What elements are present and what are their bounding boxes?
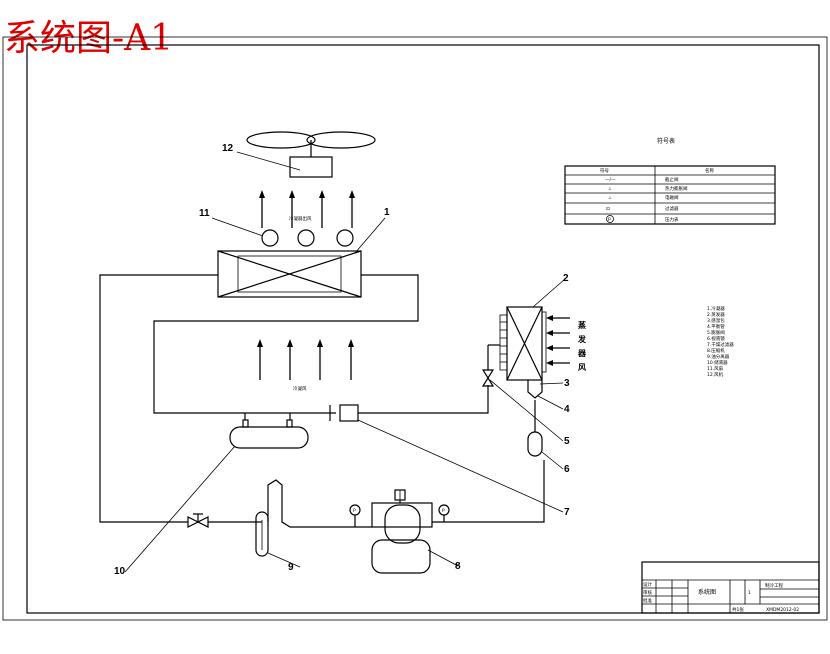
- label-8: 8: [455, 561, 461, 572]
- label-6: 6: [564, 464, 570, 475]
- legend-name-5: 压力表: [665, 216, 679, 223]
- legend-symbol-4: ⊡: [606, 207, 610, 212]
- legend-symbol-1: —/—: [605, 177, 616, 183]
- tb-school: 制冷工程: [765, 582, 783, 589]
- outer-frame: [2, 36, 828, 621]
- evap-air-char-2: 发: [577, 334, 587, 344]
- tb-design: 设计: [643, 581, 652, 588]
- label-4: 4: [564, 404, 570, 415]
- legend-symbol-3: ⊥: [608, 195, 612, 201]
- expansion-valve-5: [481, 344, 500, 387]
- part-1: 1.冷凝器: [707, 305, 725, 312]
- pipe-left: [99, 274, 218, 523]
- condenser-1: [217, 250, 362, 298]
- part-8: 8.压缩机: [707, 347, 725, 354]
- evaporator-air-arrows: [546, 315, 570, 366]
- part-9: 9.油分离器: [707, 353, 730, 360]
- label-5: 5: [564, 436, 570, 447]
- fan-motor: [289, 156, 333, 178]
- tb-sheet: 共1张: [732, 606, 744, 613]
- cool-air-label: 冷凝风: [293, 385, 307, 392]
- label-7: 7: [564, 507, 570, 518]
- inner-frame: [26, 44, 820, 614]
- tb-approve: 批准: [643, 597, 652, 604]
- label-12: 12: [222, 143, 234, 154]
- part-6: 6.视液镜: [707, 335, 725, 342]
- shutoff-valve: [187, 513, 209, 528]
- fan-11-b: [297, 229, 315, 247]
- hot-air-arrows: [259, 190, 355, 228]
- sight-glass-6: [527, 431, 543, 457]
- hot-air-label: 冷凝器出风: [289, 215, 312, 222]
- pressure-gauge-b: P: [438, 504, 450, 522]
- legend-symbol-5: P: [608, 217, 611, 223]
- leader-lines: [124, 151, 566, 573]
- part-3: 3.感温包: [707, 317, 725, 324]
- fan-12: [246, 131, 376, 178]
- legend-symbol-2: ⊥: [608, 186, 612, 192]
- legend-name-2: 热力膨胀阀: [665, 185, 688, 192]
- part-2: 2.蒸发器: [707, 311, 725, 318]
- legend-table: 符号表 符号 名称 —/— 截止阀 ⊥ 热力膨胀阀 ⊥ 电磁阀 ⊡ 过滤器 P …: [564, 137, 776, 225]
- evaporator-2: [499, 306, 547, 381]
- part-12: 12.风机: [707, 371, 724, 378]
- legend-name-4: 过滤器: [665, 205, 679, 212]
- svg-text:P: P: [442, 508, 445, 514]
- compressor-8: [371, 489, 433, 574]
- label-11: 11: [199, 208, 210, 219]
- part-7: 7.干燥过滤器: [707, 341, 734, 348]
- bulb-3: [527, 380, 543, 399]
- tb-check: 审核: [643, 589, 652, 596]
- part-4: 4.平衡管: [707, 323, 725, 330]
- label-3: 3: [564, 378, 570, 389]
- tb-scale: 1: [748, 590, 751, 596]
- drawing-title: 系统图-A1: [4, 18, 173, 59]
- evap-air-char-1: 蒸: [578, 320, 586, 330]
- tb-drawing-name: 系统图: [698, 588, 716, 596]
- part-10: 10.储液器: [707, 359, 728, 366]
- parts-list: 1.冷凝器 2.蒸发器 3.感温包 4.平衡管 5.膨胀阀 6.视液镜 7.干燥…: [707, 305, 734, 378]
- oil-separator-9: [255, 511, 269, 557]
- evap-air-char-4: 风: [578, 363, 586, 372]
- legend-name-3: 电磁阀: [665, 194, 679, 201]
- legend-header-symbol: 符号: [600, 167, 609, 174]
- evap-air-char-3: 器: [577, 349, 587, 358]
- filter-drier-7: [339, 404, 359, 422]
- cool-air-arrows: [257, 339, 354, 380]
- part-5: 5.膨胀阀: [707, 329, 725, 336]
- part-11: 11.风扇: [707, 365, 724, 372]
- fan-11-a: [261, 229, 279, 247]
- pipe-condenser-out: [153, 274, 419, 414]
- legend-header-name: 名称: [705, 167, 714, 174]
- tb-drawing-number: XMDM2012-02: [766, 607, 799, 613]
- label-9: 9: [288, 562, 294, 573]
- label-2: 2: [563, 273, 569, 284]
- pressure-gauge-a: P: [349, 504, 361, 527]
- fan-11-c: [336, 229, 354, 247]
- label-10: 10: [114, 566, 126, 577]
- title-block: 设计 审核 批准 系统图 1 制冷工程 共1张 XMDM2012-02: [641, 561, 820, 614]
- svg-text:P: P: [353, 508, 356, 514]
- pipe-discharge: [432, 460, 545, 523]
- label-1: 1: [384, 207, 390, 218]
- legend-name-1: 截止阀: [665, 176, 679, 183]
- legend-title: 符号表: [657, 137, 675, 145]
- pipe-to-valve: [358, 385, 489, 414]
- receiver-10: [229, 413, 309, 449]
- pipe-oil-loop: [267, 479, 355, 528]
